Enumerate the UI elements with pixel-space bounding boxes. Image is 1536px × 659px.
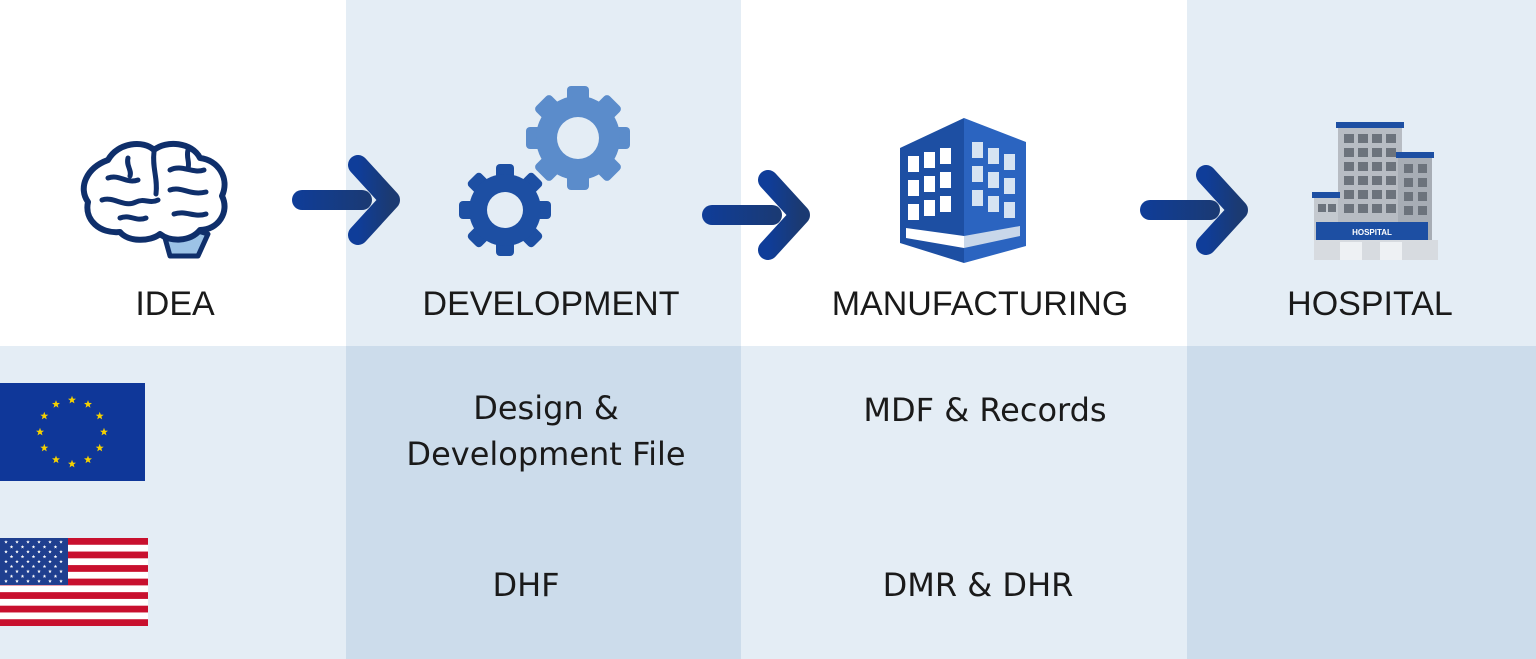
us-flag-star	[42, 574, 47, 578]
us-flag-star	[26, 569, 30, 573]
eu-flag-star	[84, 455, 92, 464]
eu-flag-star	[68, 395, 76, 404]
us-flag-star	[59, 549, 63, 554]
us-flag-star	[31, 545, 36, 549]
us-flag-star	[20, 574, 25, 578]
us-flag-star	[15, 540, 19, 544]
development-lower-band	[346, 346, 741, 659]
us-flag-star	[4, 549, 8, 554]
eu-development-line-1: Design &	[473, 389, 619, 427]
gears-icon	[459, 86, 630, 256]
us-flag-star	[4, 579, 8, 583]
us-flag-star	[59, 540, 63, 544]
stage-label-hospital: HOSPITAL	[1287, 285, 1453, 323]
us-flag-star	[4, 569, 8, 573]
us-flag-star	[15, 549, 19, 554]
hospital-sign-text: HOSPITAL	[1352, 228, 1392, 237]
us-flag-star	[9, 545, 14, 549]
brain-icon	[80, 140, 228, 259]
arrow-right-icon	[702, 170, 810, 260]
us-manufacturing-dmr-dhr: DMR & DHR	[882, 566, 1074, 604]
hospital-lower-band	[1187, 346, 1536, 659]
us-flag-stripe	[0, 551, 148, 559]
us-flag-star	[20, 554, 25, 559]
us-flag-star	[31, 564, 36, 569]
us-flag-star	[53, 545, 58, 549]
eu-development-line-2: Development File	[406, 435, 686, 473]
us-flag-icon	[0, 538, 148, 626]
us-flag-star	[37, 559, 41, 564]
us-flag-star	[26, 549, 30, 554]
us-flag-stripe	[0, 592, 148, 599]
eu-manufacturing-records: MDF & Records	[863, 391, 1107, 429]
us-flag-stripe	[0, 565, 148, 572]
arrow-right-icon	[1140, 165, 1248, 255]
us-flag-star	[59, 569, 63, 573]
us-flag-star	[48, 579, 52, 583]
us-flag-star	[53, 574, 58, 578]
us-flag-star	[48, 559, 52, 564]
us-flag-star	[48, 569, 52, 573]
us-flag-star	[15, 559, 19, 564]
us-flag-stripe	[0, 578, 148, 586]
eu-flag-star	[36, 427, 44, 436]
us-flag-star	[59, 559, 63, 564]
stage-label-idea: IDEA	[135, 285, 215, 323]
us-flag-star	[9, 574, 14, 578]
us-flag-star	[48, 540, 52, 544]
us-flag-star	[42, 554, 47, 559]
us-flag-star	[37, 540, 41, 544]
stage-label-manufacturing: MANUFACTURING	[831, 285, 1129, 323]
us-flag-stripe	[0, 605, 148, 613]
hospital-icon: HOSPITAL	[1312, 122, 1438, 260]
us-flag-stripe	[0, 538, 148, 545]
us-flag-star	[20, 564, 25, 569]
us-flag-star	[15, 579, 19, 583]
us-flag-star	[53, 554, 58, 559]
eu-flag-star	[100, 427, 108, 436]
us-flag-star	[37, 579, 41, 583]
us-flag-star	[26, 559, 30, 564]
eu-flag-star	[95, 443, 104, 452]
us-flag-star	[15, 569, 19, 573]
arrow-right-icon	[292, 155, 400, 245]
stage-label-development: DEVELOPMENT	[422, 285, 680, 323]
us-flag-star	[48, 549, 52, 554]
eu-development-file: Design & Development File	[356, 385, 736, 477]
us-development-dhf: DHF	[492, 566, 560, 604]
us-flag-star	[9, 554, 14, 559]
us-flag-star	[4, 559, 8, 564]
us-flag-star	[42, 545, 47, 549]
eu-flag-star	[40, 443, 49, 452]
eu-flag-star	[68, 459, 76, 468]
eu-flag-icon	[0, 383, 145, 481]
us-flag-star	[9, 564, 14, 569]
us-flag-star	[31, 574, 36, 578]
eu-flag-star	[52, 400, 60, 408]
us-flag-star	[4, 540, 8, 544]
us-flag-star	[26, 579, 30, 583]
us-flag-star	[37, 569, 41, 573]
us-flag-star	[20, 545, 25, 549]
eu-flag-star	[95, 411, 104, 420]
eu-flag-star	[40, 411, 49, 420]
eu-flag-star	[84, 400, 92, 408]
us-flag-star	[53, 564, 58, 569]
us-flag-star	[59, 579, 63, 583]
us-flag-star	[31, 554, 36, 559]
us-flag-star	[42, 564, 47, 569]
us-flag-stripe	[0, 619, 148, 626]
us-flag-star	[37, 549, 41, 554]
us-flag-star	[26, 540, 30, 544]
factory-building-icon	[900, 118, 1026, 263]
eu-flag-star	[52, 455, 60, 464]
